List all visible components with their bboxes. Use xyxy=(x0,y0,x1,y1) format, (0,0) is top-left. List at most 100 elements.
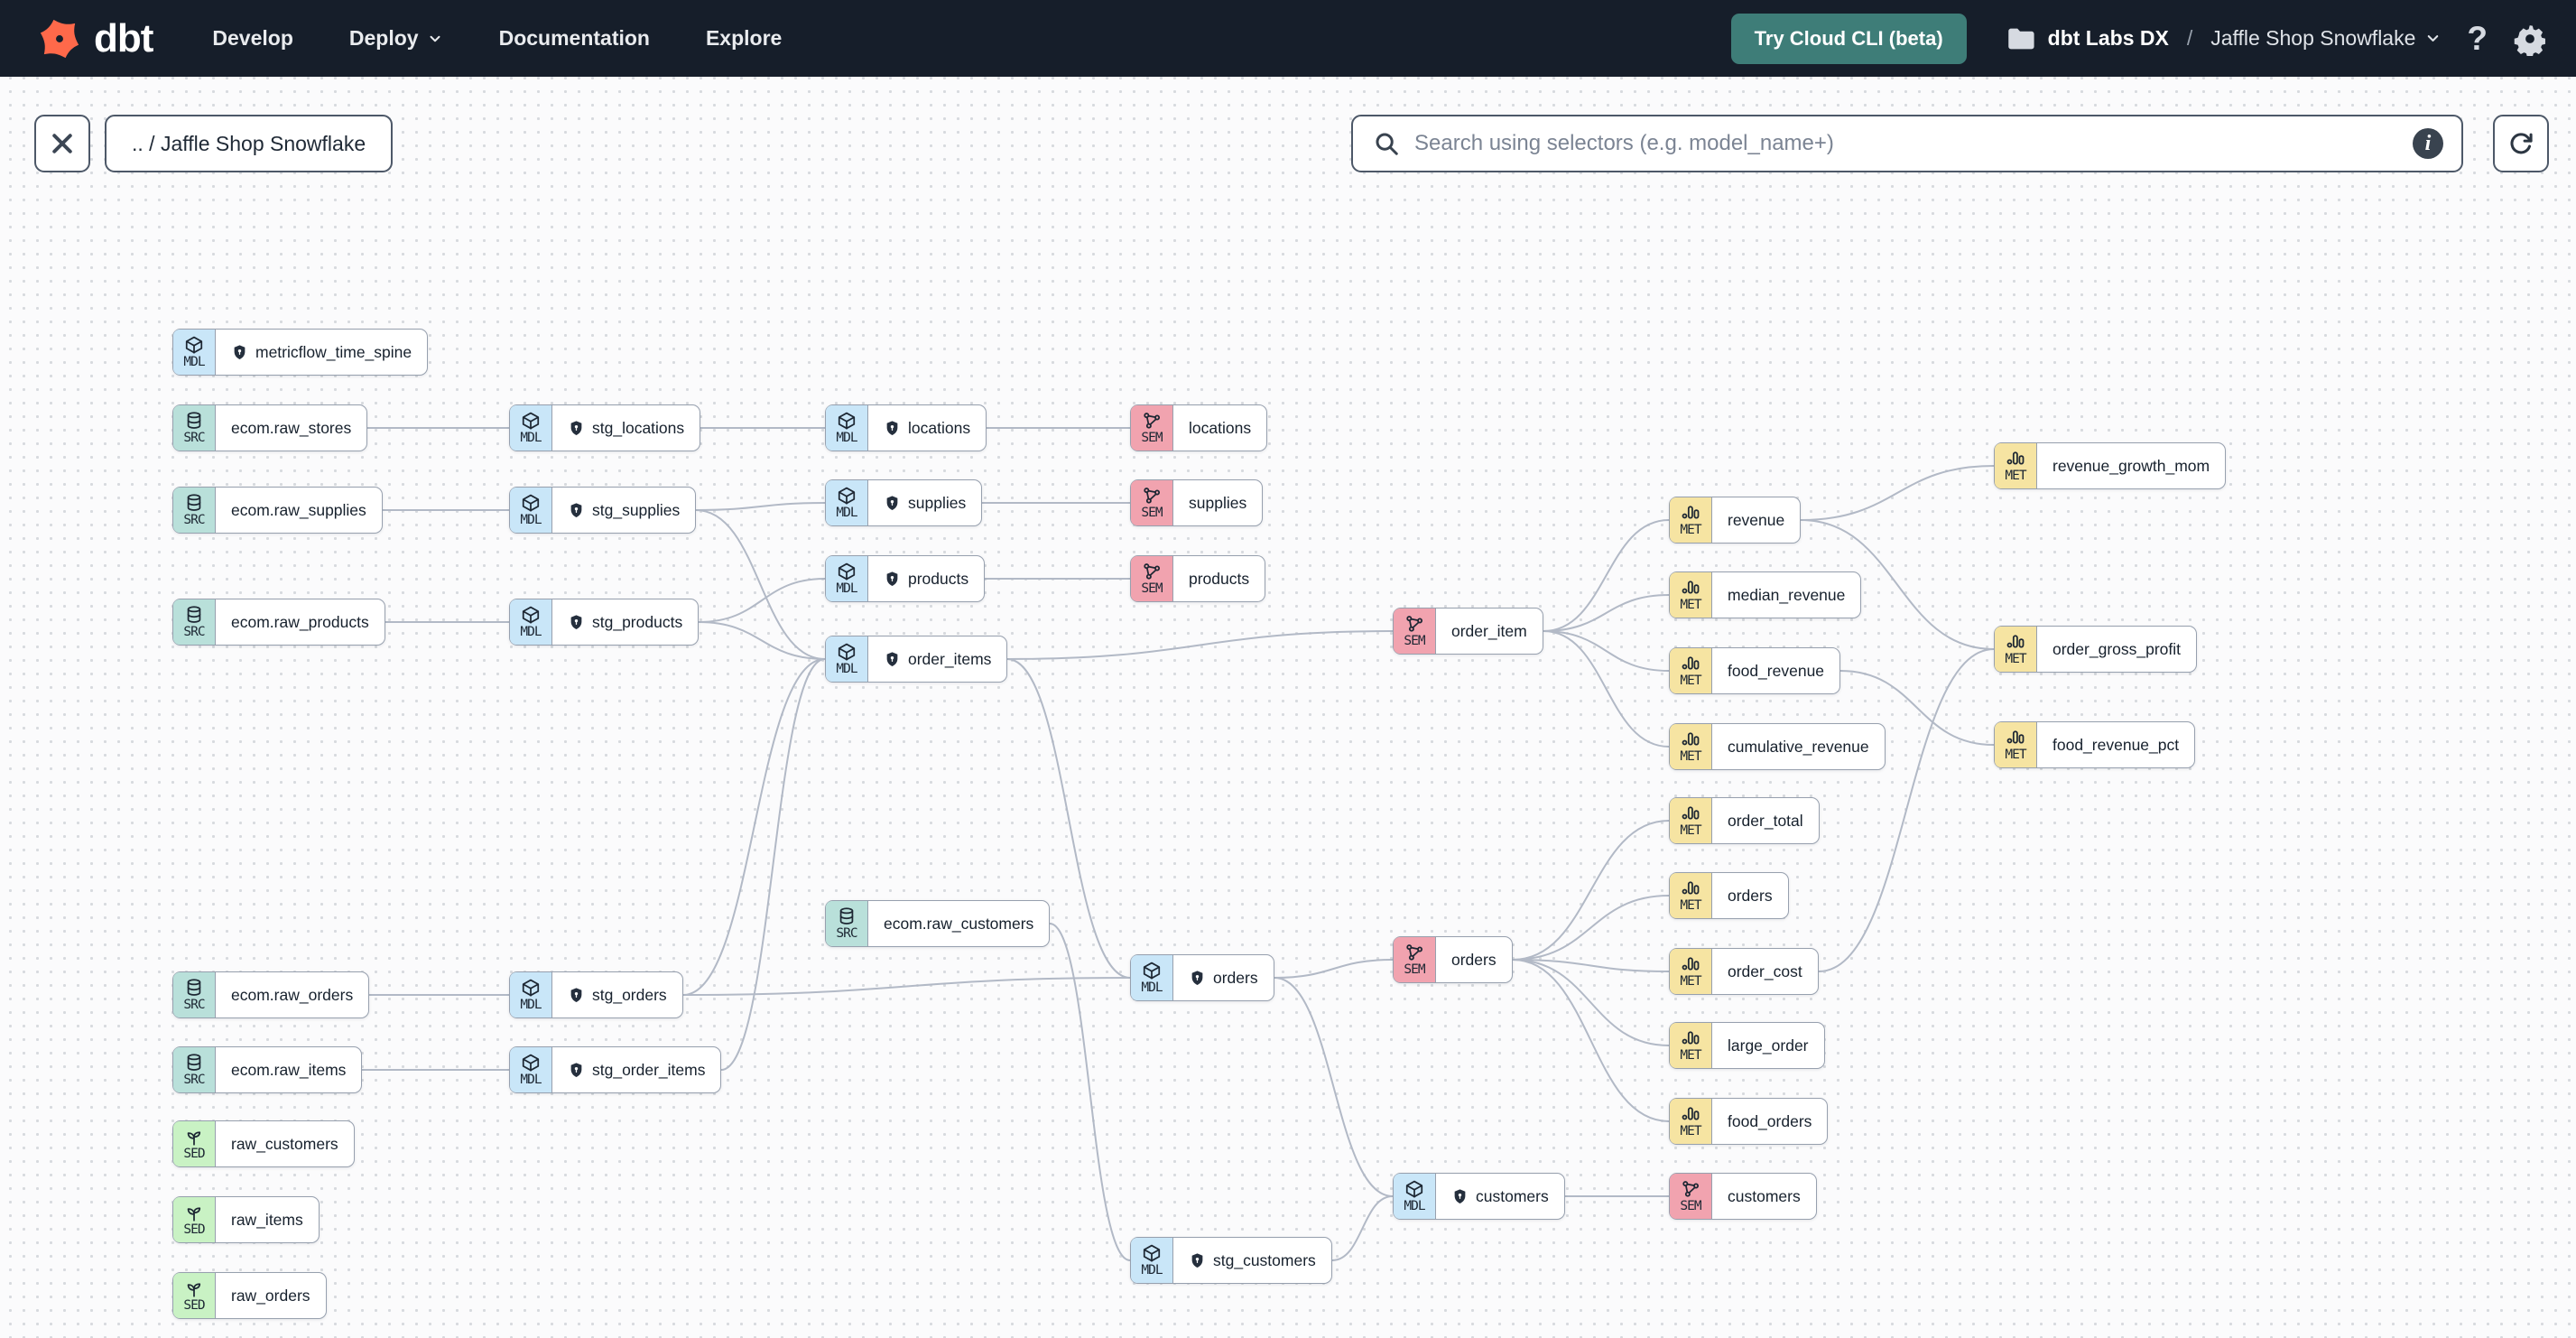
nav-item-documentation[interactable]: Documentation xyxy=(499,26,650,51)
node-type-badge: MET xyxy=(1670,949,1712,994)
nav-item-label: Documentation xyxy=(498,26,650,50)
node-type-badge: MET xyxy=(1670,497,1712,543)
settings-button[interactable] xyxy=(2513,22,2547,56)
node-label: order_items xyxy=(868,636,1006,682)
metric-icon xyxy=(2006,451,2025,465)
edge-orders_sem-to-order_cost xyxy=(1512,959,1670,972)
node-label: ecom.raw_items xyxy=(216,1047,361,1092)
node-type-label: SRC xyxy=(183,625,205,640)
node-type-label: MDL xyxy=(520,1073,542,1088)
nav-item-label: Develop xyxy=(212,26,293,50)
node-label: ecom.raw_supplies xyxy=(216,488,382,533)
node-label: ecom.raw_customers xyxy=(868,901,1049,946)
node-label-text: ecom.raw_items xyxy=(231,1060,347,1079)
node-label-text: order_cost xyxy=(1728,962,1802,980)
nav-item-explore[interactable]: Explore xyxy=(706,26,782,51)
close-button[interactable] xyxy=(34,115,90,172)
account-name[interactable]: dbt Labs DX xyxy=(2047,26,2169,50)
help-button[interactable]: ? xyxy=(2467,22,2488,55)
shield-icon xyxy=(886,495,898,510)
dbt-logo[interactable]: dbt xyxy=(34,14,153,64)
folder-icon xyxy=(2007,28,2034,49)
edge-stg_orders-to-orders_mdl xyxy=(682,977,1131,996)
edge-stg_supplies-to-order_items xyxy=(695,509,826,660)
nav-item-develop[interactable]: Develop xyxy=(212,26,292,51)
edge-src_customers-to-stg_customers xyxy=(1049,923,1131,1261)
node-label-text: stg_locations xyxy=(592,418,685,437)
shield-icon xyxy=(1454,1188,1466,1203)
metric-icon xyxy=(2006,730,2025,744)
node-type-badge: MDL xyxy=(510,488,552,533)
node-type-badge: MET xyxy=(1995,722,2037,767)
refresh-button[interactable] xyxy=(2493,115,2549,172)
metric-icon xyxy=(1682,581,1700,594)
node-customers_mdl[interactable]: MDL customers xyxy=(1393,1173,1565,1220)
node-type-label: SEM xyxy=(1141,506,1163,521)
node-label-text: customers xyxy=(1476,1186,1549,1205)
node-order_cost[interactable]: MET order_cost xyxy=(1669,948,1819,995)
node-type-label: MDL xyxy=(520,625,542,640)
info-icon[interactable]: i xyxy=(2413,128,2443,159)
node-label-text: customers xyxy=(1728,1186,1801,1205)
node-type-label: SEM xyxy=(1680,1199,1701,1214)
node-type-badge: MET xyxy=(1670,572,1712,618)
node-type-badge: SRC xyxy=(173,972,216,1017)
breadcrumb-separator: / xyxy=(2186,26,2193,50)
database-icon xyxy=(187,1054,201,1072)
node-supplies_sem[interactable]: SEM supplies xyxy=(1130,479,1264,526)
try-cloud-cli-button[interactable]: Try Cloud CLI (beta) xyxy=(1730,13,1967,64)
nav-item-deploy[interactable]: Deploy xyxy=(349,26,443,51)
node-label-text: products xyxy=(908,569,969,588)
node-type-label: MDL xyxy=(1404,1199,1425,1214)
shield-icon xyxy=(234,344,246,359)
node-label-text: order_total xyxy=(1728,811,1803,830)
node-type-label: SED xyxy=(183,1298,205,1314)
breadcrumb[interactable]: .. / Jaffle Shop Snowflake xyxy=(105,115,394,172)
edge-revenue-to-revenue_growth_mom xyxy=(1800,465,1995,521)
node-label-text: food_revenue xyxy=(1728,661,1825,680)
node-label: supplies xyxy=(1173,480,1262,525)
metric-icon xyxy=(1682,1031,1700,1045)
project-selector[interactable]: Jaffle Shop Snowflake xyxy=(2210,26,2442,51)
node-customers_sem[interactable]: SEM customers xyxy=(1669,1173,1817,1220)
node-type-label: MET xyxy=(1680,523,1701,538)
search-input[interactable] xyxy=(1414,131,2398,156)
node-label: order_total xyxy=(1712,798,1819,843)
